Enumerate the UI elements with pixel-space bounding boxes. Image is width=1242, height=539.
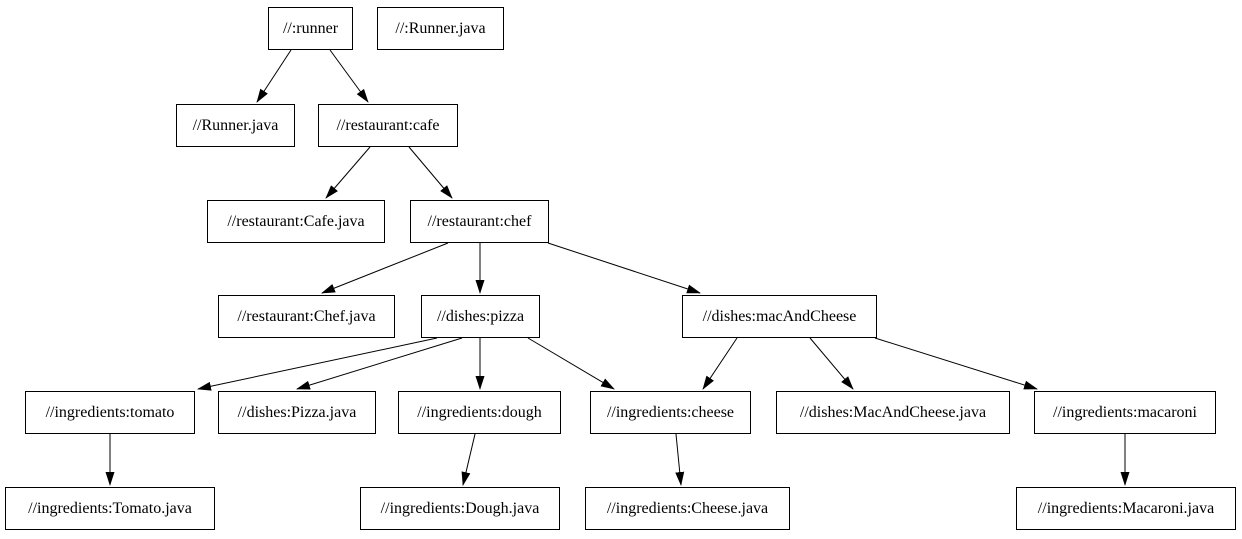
graph-node-dough: //ingredients:dough — [398, 391, 561, 434]
graph-node-pizza: //dishes:pizza — [421, 295, 540, 338]
graph-node-label: //restaurant:Chef.java — [237, 307, 376, 325]
graph-edge-mac-and-cheese-to-mac-and-cheese-java — [809, 337, 854, 390]
graph-edge-cheese-to-cheese-java — [675, 433, 685, 486]
graph-node-macaroni-java: //ingredients:Macaroni.java — [1016, 487, 1236, 530]
graph-node-label: //ingredients:cheese — [606, 403, 735, 421]
graph-node-runner-java-src: //:Runner.java — [377, 7, 504, 50]
graph-edge-cafe-to-chef — [408, 146, 453, 199]
graph-edge-mac-and-cheese-to-macaroni — [874, 337, 1038, 390]
graph-edge-runner-to-runner-java — [256, 49, 292, 103]
graph-edge-pizza-to-pizza-java — [296, 337, 463, 390]
graph-node-label: //Runner.java — [192, 116, 279, 134]
graph-edge-runner-to-cafe — [329, 49, 369, 103]
graph-node-label: //dishes:pizza — [436, 307, 525, 325]
graph-node-label: //ingredients:tomato — [45, 403, 175, 421]
graph-node-label: //dishes:macAndCheese — [702, 307, 857, 325]
graph-edge-pizza-to-tomato — [197, 337, 438, 391]
graph-edge-mac-and-cheese-to-cheese — [702, 337, 738, 390]
graph-node-label: //ingredients:Tomato.java — [28, 499, 192, 517]
graph-node-label: //restaurant:Cafe.java — [227, 212, 365, 230]
graph-node-label: //ingredients:dough — [417, 403, 542, 421]
graph-node-cafe: //restaurant:cafe — [318, 104, 458, 147]
graph-node-label: //restaurant:cafe — [336, 116, 440, 134]
graph-node-label: //ingredients:macaroni — [1053, 403, 1197, 421]
graph-node-cafe-java: //restaurant:Cafe.java — [207, 200, 385, 243]
graph-node-mac-and-cheese: //dishes:macAndCheese — [682, 295, 877, 338]
graph-node-cheese: //ingredients:cheese — [590, 391, 751, 434]
graph-node-label: //ingredients:Macaroni.java — [1037, 499, 1215, 517]
graph-node-tomato-java: //ingredients:Tomato.java — [5, 487, 215, 530]
graph-node-label: //:Runner.java — [395, 19, 486, 37]
graph-node-label: //restaurant:chef — [427, 212, 532, 230]
graph-node-cheese-java: //ingredients:Cheese.java — [585, 487, 790, 530]
graph-node-runner-java: //Runner.java — [176, 104, 295, 147]
graph-node-tomato: //ingredients:tomato — [25, 391, 195, 434]
graph-edge-dough-to-dough-java — [461, 433, 476, 486]
graph-node-label: //ingredients:Cheese.java — [606, 499, 769, 517]
graph-edge-chef-to-chef-java — [321, 242, 449, 294]
graph-node-label: //:runner — [282, 19, 339, 37]
graph-node-chef-java: //restaurant:Chef.java — [218, 295, 395, 338]
graph-edge-chef-to-mac-and-cheese — [547, 242, 701, 294]
graph-node-mac-and-cheese-java: //dishes:MacAndCheese.java — [776, 391, 1010, 434]
graph-node-label: //dishes:MacAndCheese.java — [799, 403, 987, 421]
graph-node-runner: //:runner — [268, 7, 353, 50]
graph-edge-pizza-to-cheese — [527, 337, 615, 390]
graph-edge-cafe-to-cafe-java — [325, 146, 371, 199]
graph-node-label: //dishes:Pizza.java — [237, 403, 357, 421]
graph-node-macaroni: //ingredients:macaroni — [1034, 391, 1216, 434]
graph-node-pizza-java: //dishes:Pizza.java — [218, 391, 376, 434]
graph-node-chef: //restaurant:chef — [410, 200, 549, 243]
graph-node-label: //ingredients:Dough.java — [380, 499, 540, 517]
graph-node-dough-java: //ingredients:Dough.java — [360, 487, 560, 530]
